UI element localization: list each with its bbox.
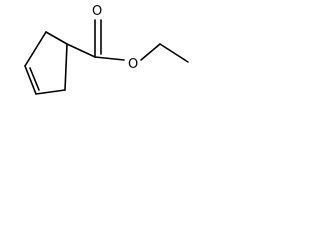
ethyl-cyclopentene-carboxylate-structure: O O: [24, 4, 189, 95]
ring-bond-c1-c2: [45, 31, 68, 45]
ring-bond-c2-c3: [24, 31, 47, 67]
ester-oxygen-label: O: [128, 57, 138, 72]
ring-bond-c4-c5: [35, 89, 66, 95]
carbonyl-oxygen-label: O: [92, 4, 102, 19]
bond-ring-to-carbonyl: [66, 43, 96, 58]
ring-bond-c5-c1: [64, 43, 68, 91]
bond-ester-oxygen-to-ch2: [140, 43, 161, 61]
bond-carbonyl-to-ester-oxygen: [94, 56, 125, 61]
structure-canvas: O O: [0, 0, 210, 122]
bond-ch2-to-ch3: [159, 43, 189, 63]
ring-double-bond-c3-c4: [24, 65, 37, 95]
ring-double-bond-c3-c4-inner: [29, 67, 40, 91]
